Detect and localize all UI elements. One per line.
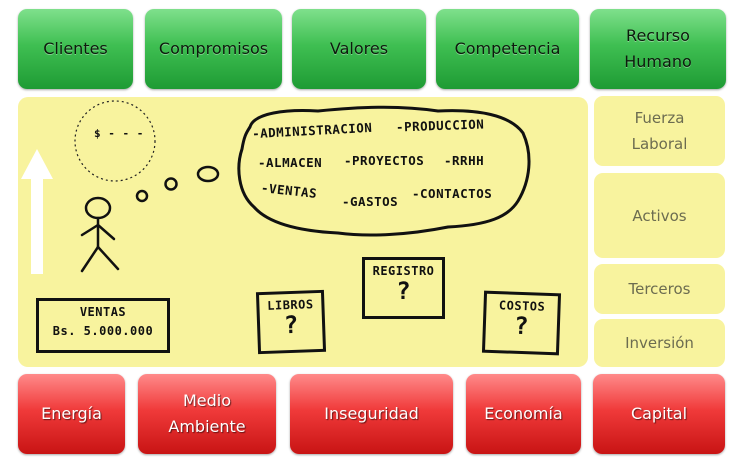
area-rrhh: -RRHH [444, 153, 485, 168]
tile-compromisos[interactable]: Compromisos [145, 9, 282, 89]
tile-label: Energía [41, 404, 102, 423]
ventas-title: VENTAS [79, 305, 127, 319]
tile-label: Valores [329, 39, 389, 58]
tile-label: Compromisos [158, 39, 269, 58]
libros-mark: ? [283, 310, 299, 340]
registro-mark: ? [396, 277, 411, 305]
stick-figure-icon [80, 196, 120, 273]
tile-label: Inversión [625, 334, 694, 352]
area-gastos: -GASTOS [342, 194, 399, 209]
costos-box: COSTOS ? [481, 290, 562, 356]
tile-terceros[interactable]: Terceros [594, 264, 725, 314]
tile-inseguridad[interactable]: Inseguridad [290, 374, 453, 454]
registro-box: REGISTRO ? [362, 257, 445, 319]
tile-label: Competencia [454, 39, 561, 58]
tile-competencia[interactable]: Competencia [436, 9, 579, 89]
registro-title: REGISTRO [372, 264, 435, 278]
tile-label: Clientes [43, 39, 108, 58]
tile-economia[interactable]: Economía [466, 374, 581, 454]
tile-inversion[interactable]: Inversión [594, 319, 725, 367]
tile-capital[interactable]: Capital [593, 374, 725, 454]
thought-cloud [237, 105, 531, 237]
thought-dot [196, 165, 220, 183]
tile-label: Fuerza Laboral [631, 109, 688, 153]
tile-medio-ambiente[interactable]: Medio Ambiente [138, 374, 276, 454]
area-contactos: -CONTACTOS [412, 186, 493, 201]
ventas-box: VENTAS Bs. 5.000.000 [36, 298, 170, 353]
tile-clientes[interactable]: Clientes [18, 9, 133, 89]
tile-label: Capital [630, 404, 688, 423]
main-panel: $ - - - -ADMINISTRACION -PRODUCCION -ALM… [18, 97, 588, 367]
area-proyectos: -PROYECTOS [344, 153, 425, 168]
up-arrow-icon [21, 149, 53, 274]
tile-label: Inseguridad [324, 404, 419, 423]
tile-label: Terceros [628, 280, 691, 298]
money-text: $ - - - [94, 127, 144, 140]
tile-recurso-humano[interactable]: Recurso Humano [590, 9, 726, 89]
thought-dot [135, 189, 149, 203]
drawing-canvas [21, 100, 531, 274]
tile-label: Activos [632, 206, 687, 225]
tile-energia[interactable]: Energía [18, 374, 125, 454]
costos-mark: ? [513, 311, 530, 341]
small-thought-bubble [74, 100, 156, 182]
tile-valores[interactable]: Valores [292, 9, 426, 89]
ventas-amount: Bs. 5.000.000 [52, 324, 154, 338]
libros-box: LIBROS ? [255, 289, 327, 355]
thought-dot [164, 177, 178, 191]
tile-activos[interactable]: Activos [594, 173, 725, 258]
tile-label: Recurso Humano [624, 26, 692, 71]
tile-label: Economía [484, 404, 563, 423]
tile-fuerza-laboral[interactable]: Fuerza Laboral [594, 96, 725, 166]
tile-label: Medio Ambiente [168, 391, 246, 436]
area-almacen: -ALMACEN [258, 155, 323, 170]
area-produccion: -PRODUCCION [395, 116, 485, 135]
